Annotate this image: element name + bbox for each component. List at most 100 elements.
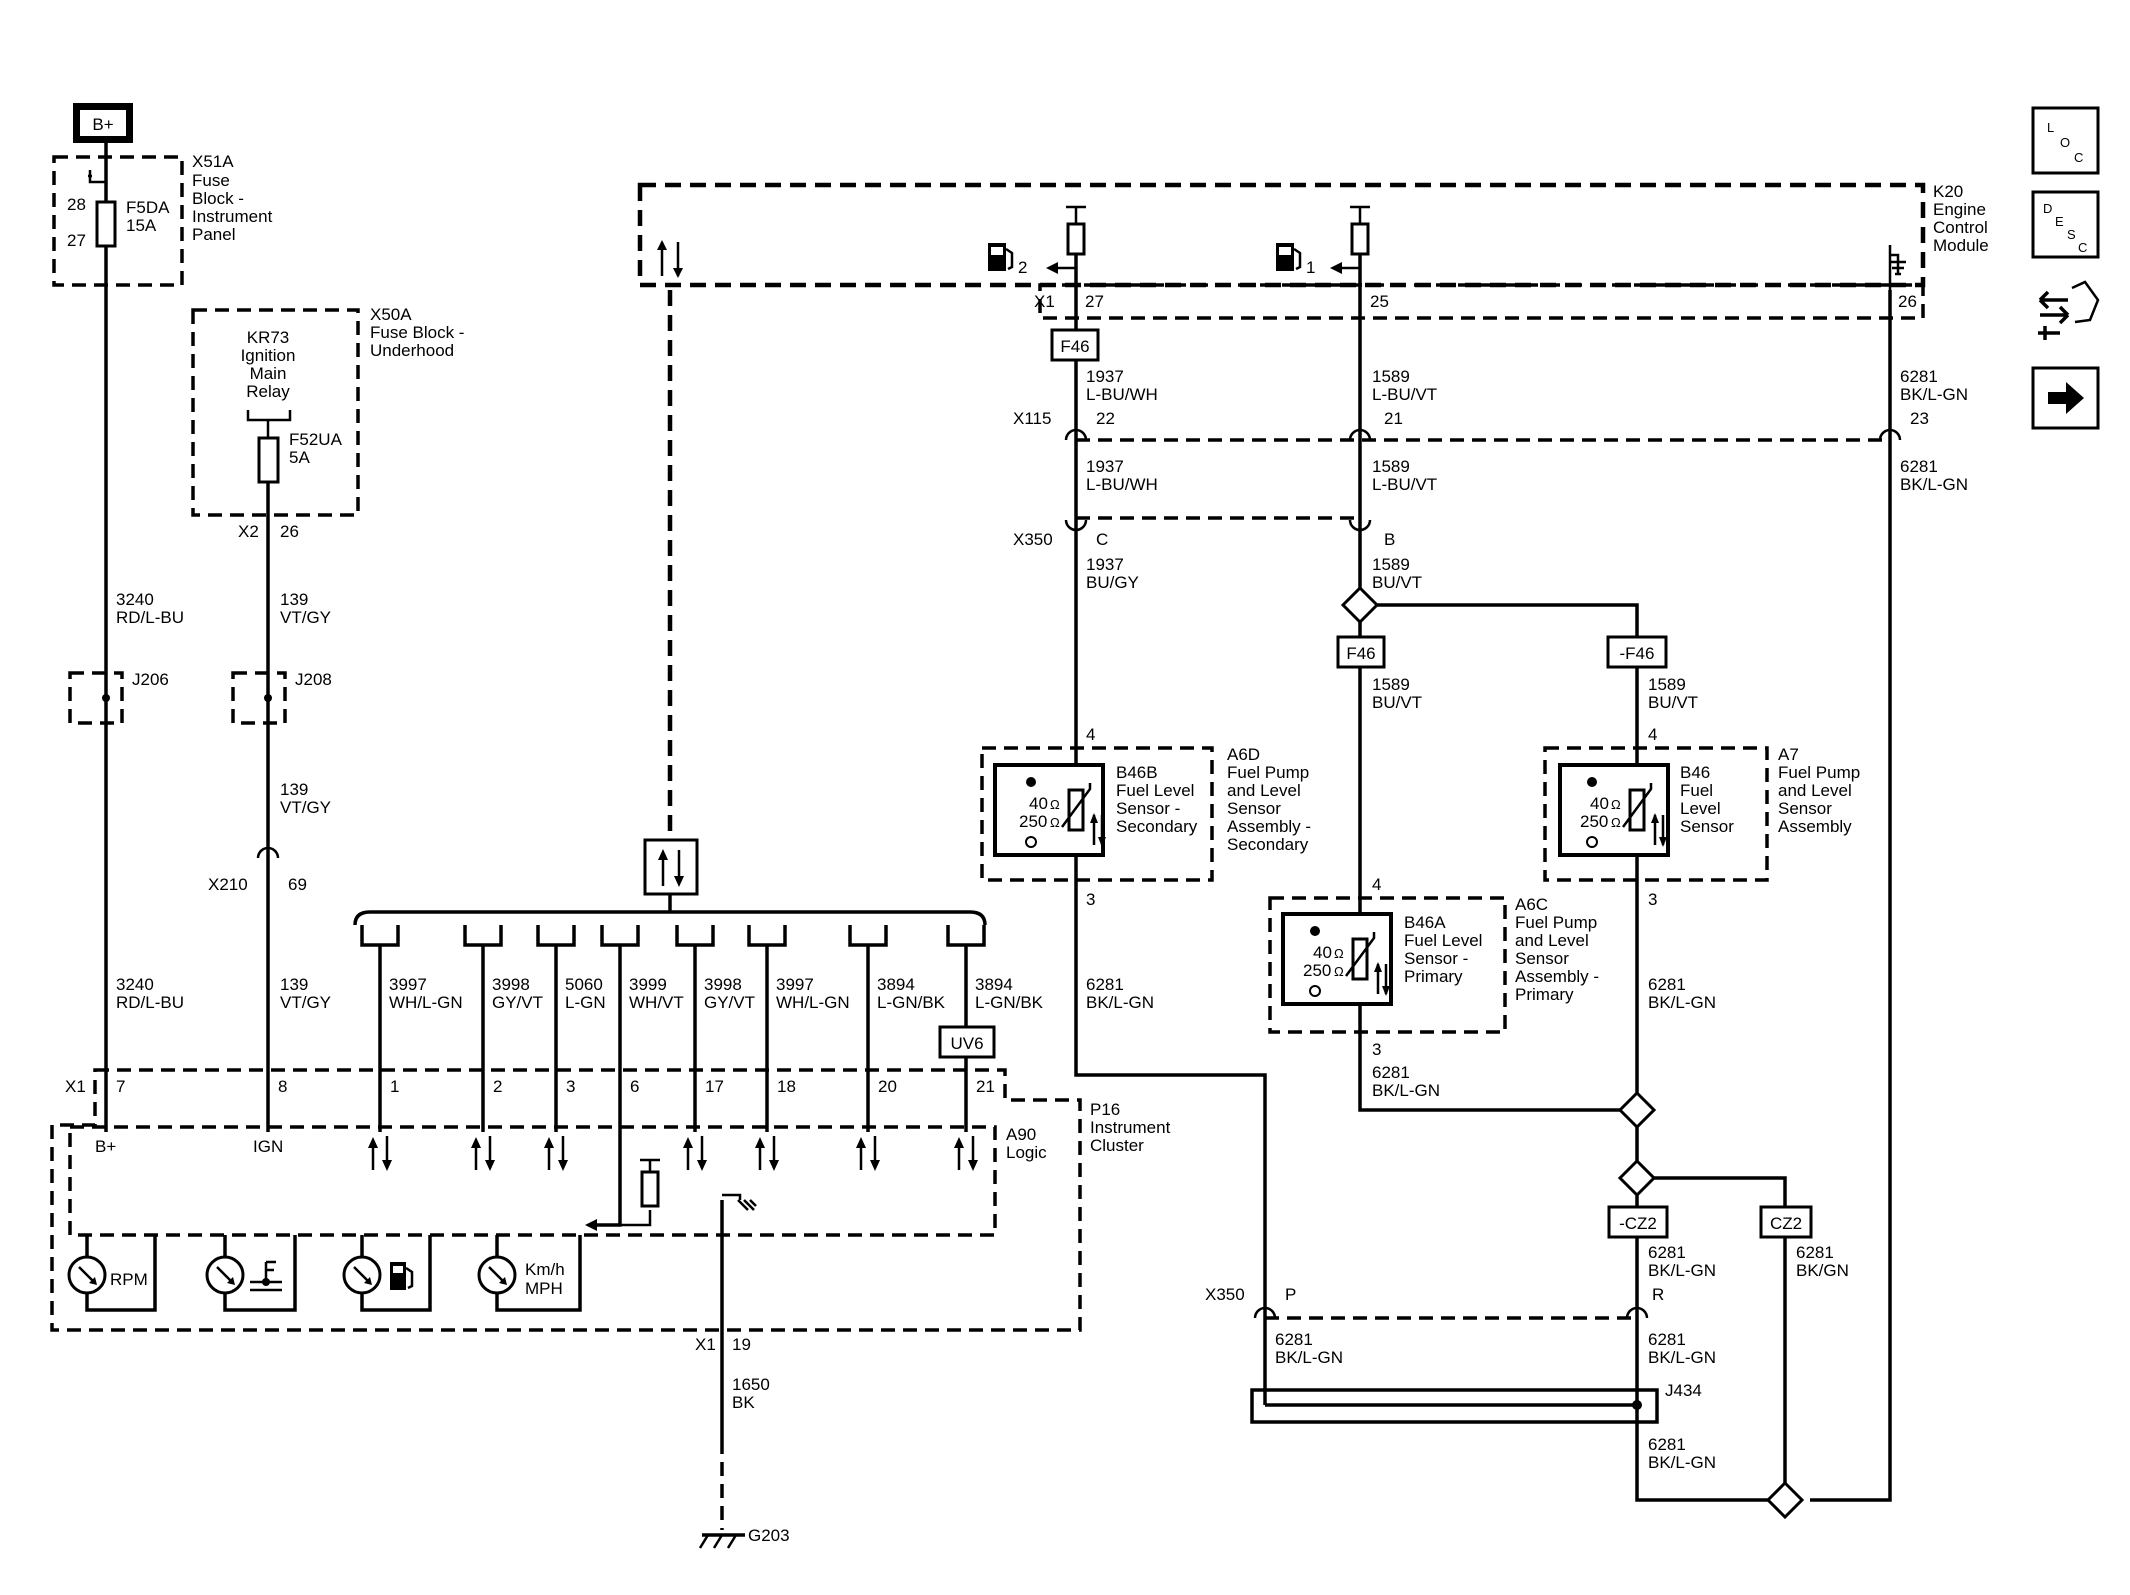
svg-text:6281: 6281: [1648, 1243, 1686, 1262]
arrow-right-icon[interactable]: [2031, 366, 2100, 430]
svg-text:BK/L-GN: BK/L-GN: [1086, 993, 1154, 1012]
connector-x115-pin23: [1878, 428, 1902, 441]
svg-text:VT/GY: VT/GY: [280, 993, 331, 1012]
svg-text:J434: J434: [1665, 1381, 1702, 1400]
cluster-pin-label: 18: [777, 1077, 796, 1096]
cluster-pin-label: 8: [278, 1077, 287, 1096]
svg-text:15A: 15A: [126, 216, 157, 235]
bus-drop-5: [675, 925, 715, 1080]
svg-text:6281: 6281: [1648, 975, 1686, 994]
cluster-pin-label: 2: [493, 1077, 502, 1096]
svg-text:1937: 1937: [1086, 555, 1124, 574]
bus-drop-7: [848, 925, 888, 1080]
bidirectional-arrow-icon: [471, 1136, 495, 1171]
connector-wrench-icon[interactable]: [2038, 280, 2100, 340]
temperature-icon: [250, 1260, 282, 1292]
svg-text:BU/VT: BU/VT: [1372, 573, 1422, 592]
bidirectional-arrow-icon: [544, 1136, 568, 1171]
fuse-f5da: [95, 200, 117, 248]
bus-color-7: L-GN/BK: [877, 993, 946, 1012]
svg-text:40: 40: [1590, 794, 1609, 813]
fuel-pump-icon: [390, 1262, 414, 1290]
assembly-a6c-outline: [1268, 896, 1507, 1034]
svg-text:Ω: Ω: [1050, 815, 1060, 830]
svg-text:250: 250: [1580, 812, 1608, 831]
svg-text:BU/GY: BU/GY: [1086, 573, 1139, 592]
connector-x350-pin-c: [1064, 519, 1088, 532]
bus-color-1: WH/L-GN: [389, 993, 463, 1012]
svg-text:BK/L-GN: BK/L-GN: [1648, 1453, 1716, 1472]
svg-text:Ω: Ω: [1334, 964, 1344, 979]
splice-diamond-a: [1617, 1090, 1657, 1130]
svg-text:Km/h: Km/h: [525, 1260, 565, 1279]
fuse-block-x51a-outline: [52, 155, 184, 287]
svg-text:BU/VT: BU/VT: [1648, 693, 1698, 712]
svg-text:J206: J206: [132, 670, 169, 689]
bidirectional-arrow-icon: [755, 1136, 779, 1171]
bus-drop-1: [360, 925, 400, 1080]
svg-text:C: C: [1096, 530, 1108, 549]
svg-text:C: C: [2078, 240, 2087, 255]
ecm-k20-outline: [637, 182, 1926, 288]
svg-text:69: 69: [288, 875, 307, 894]
assembly-a6d-outline: [980, 746, 1214, 882]
svg-text:X1: X1: [695, 1335, 716, 1354]
sensor-b46b-box: [993, 763, 1105, 857]
svg-text:VT/GY: VT/GY: [280, 608, 331, 627]
svg-text:BK/L-GN: BK/L-GN: [1648, 1261, 1716, 1280]
bus-color-2: GY/VT: [492, 993, 543, 1012]
svg-text:X50A: X50A: [370, 305, 412, 324]
bus-circuit-7: 3894: [877, 975, 915, 994]
svg-text:K20: K20: [1933, 182, 1963, 201]
gauge-icon: [205, 1255, 245, 1295]
splice-diamond-c: [1765, 1480, 1805, 1520]
svg-text:O: O: [2060, 135, 2070, 150]
bus-circuit-8: 3894: [975, 975, 1013, 994]
svg-text:X51A: X51A: [192, 152, 234, 171]
bus-circuit-3: 5060: [565, 975, 603, 994]
svg-text:P16: P16: [1090, 1100, 1120, 1119]
svg-text:D: D: [2043, 201, 2052, 216]
option-not-cz2: [1607, 1205, 1669, 1239]
svg-text:X210: X210: [208, 875, 248, 894]
svg-text:L-BU/VT: L-BU/VT: [1372, 385, 1437, 404]
loc-icon[interactable]: L O C: [2031, 106, 2100, 175]
cluster-ground-symbol: [722, 1193, 757, 1211]
svg-text:26: 26: [280, 522, 299, 541]
bus-color-8: L-GN/BK: [975, 993, 1044, 1012]
svg-text:250: 250: [1019, 812, 1047, 831]
svg-text:25: 25: [1370, 292, 1389, 311]
bus-circuit-4: 3999: [629, 975, 667, 994]
splice-diamond-b: [1617, 1158, 1657, 1198]
svg-text:2: 2: [1018, 258, 1027, 277]
svg-text:F46: F46: [1060, 337, 1089, 356]
svg-text:L-BU/WH: L-BU/WH: [1086, 385, 1158, 404]
bidirectional-arrow-icon: [683, 1136, 707, 1171]
cluster-p16-outline: [50, 1068, 1082, 1332]
svg-text:19: 19: [732, 1335, 751, 1354]
svg-text:F46: F46: [1346, 644, 1375, 663]
svg-text:B46B: B46B: [1116, 763, 1158, 782]
svg-text:A90: A90: [1006, 1125, 1036, 1144]
svg-text:CZ2: CZ2: [1770, 1214, 1802, 1233]
svg-text:R: R: [1652, 1285, 1664, 1304]
bus-circuit-1: 3997: [389, 975, 427, 994]
svg-text:BK/L-GN: BK/L-GN: [1900, 385, 1968, 404]
svg-text:Ω: Ω: [1611, 815, 1621, 830]
connector-x115-pin22: [1064, 428, 1088, 441]
svg-text:21: 21: [1384, 409, 1403, 428]
svg-text:F52UA: F52UA: [289, 430, 343, 449]
sensor-b46a-box: [1281, 912, 1393, 1006]
ecm-connector-outline: [1038, 283, 1925, 320]
desc-icon[interactable]: D E S C: [2031, 190, 2100, 259]
svg-text:-CZ2: -CZ2: [1619, 1214, 1657, 1233]
bidirectional-arrow-icon: [954, 1136, 978, 1171]
cluster-pin-label: 20: [878, 1077, 897, 1096]
connector-x115-pin21: [1348, 428, 1372, 441]
svg-text:6281: 6281: [1275, 1330, 1313, 1349]
